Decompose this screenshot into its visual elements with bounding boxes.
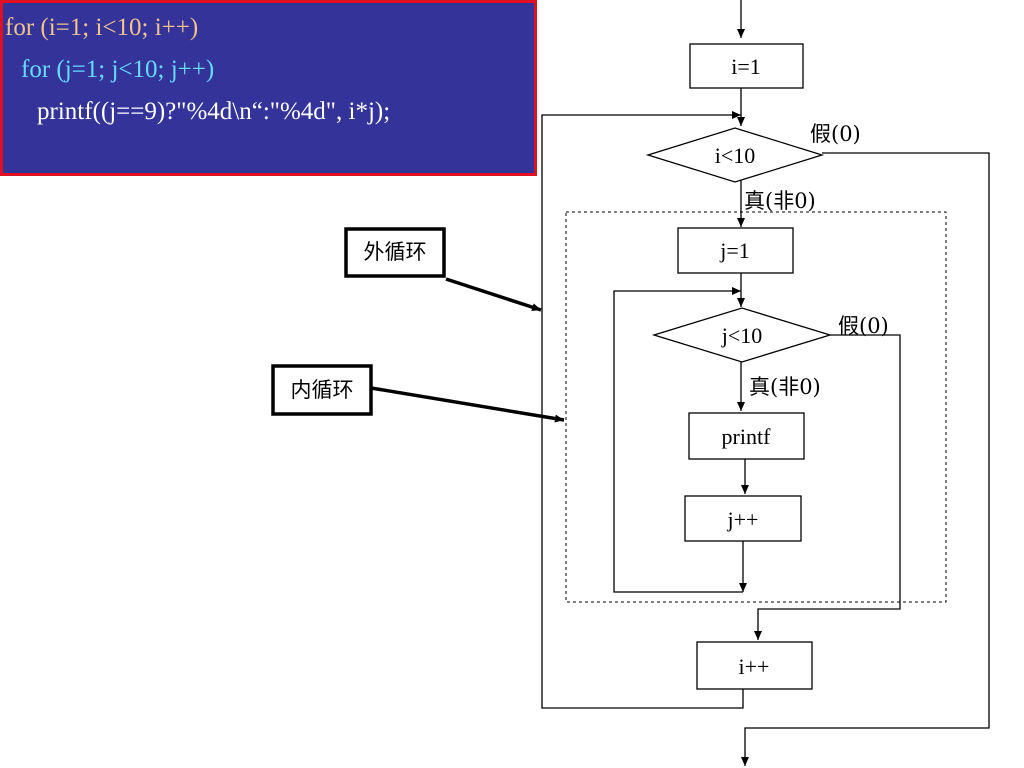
callout-inner-label: 内循环	[291, 378, 354, 402]
edge-outer-loop-back	[541, 111, 744, 709]
edge-inner-false	[754, 334, 901, 640]
node-printf-label: printf	[722, 424, 772, 449]
edge-inner-loop-back	[613, 287, 743, 593]
node-init-i-label: i=1	[731, 54, 761, 79]
edge-outer-false	[741, 152, 990, 766]
node-init-i: i=1	[689, 43, 804, 89]
node-init-j-label: j=1	[719, 238, 750, 263]
code-line-printf: printf((j==9)?"%4d\n“:"%4d", i*j);	[37, 98, 391, 125]
inner-loop-region	[565, 211, 947, 603]
callout-outer-arrow	[445, 277, 542, 312]
callout-inner-arrow	[370, 386, 565, 423]
callout-outer-label: 外循环	[364, 240, 427, 264]
node-cond-j: j<10	[651, 307, 833, 363]
node-cond-j-label: j<10	[721, 323, 763, 348]
node-inc-j: j++	[684, 495, 802, 542]
edge-label-outer-true: 真(非0)	[744, 189, 816, 213]
code-line-outer-for: for (i=1; i<10; i++)	[5, 14, 199, 41]
node-printf: printf	[688, 412, 805, 460]
edge-label-outer-false: 假(0)	[810, 122, 861, 146]
callout-outer-loop: 外循环	[344, 227, 446, 278]
node-inc-i: i++	[696, 641, 813, 690]
node-inc-i-label: i++	[739, 654, 770, 679]
node-init-j: j=1	[677, 227, 794, 274]
edge-label-inner-false: 假(0)	[838, 314, 889, 338]
code-line-inner-for: for (j=1; j<10; j++)	[21, 56, 215, 83]
callout-inner-loop: 内循环	[271, 364, 373, 416]
code-box: for (i=1; i<10; i++) for (j=1; j<10; j++…	[0, 0, 537, 176]
edge-label-inner-true: 真(非0)	[749, 375, 821, 399]
node-inc-j-label: j++	[727, 507, 759, 532]
node-cond-i-label: i<10	[715, 143, 756, 168]
node-cond-i: i<10	[645, 127, 825, 183]
